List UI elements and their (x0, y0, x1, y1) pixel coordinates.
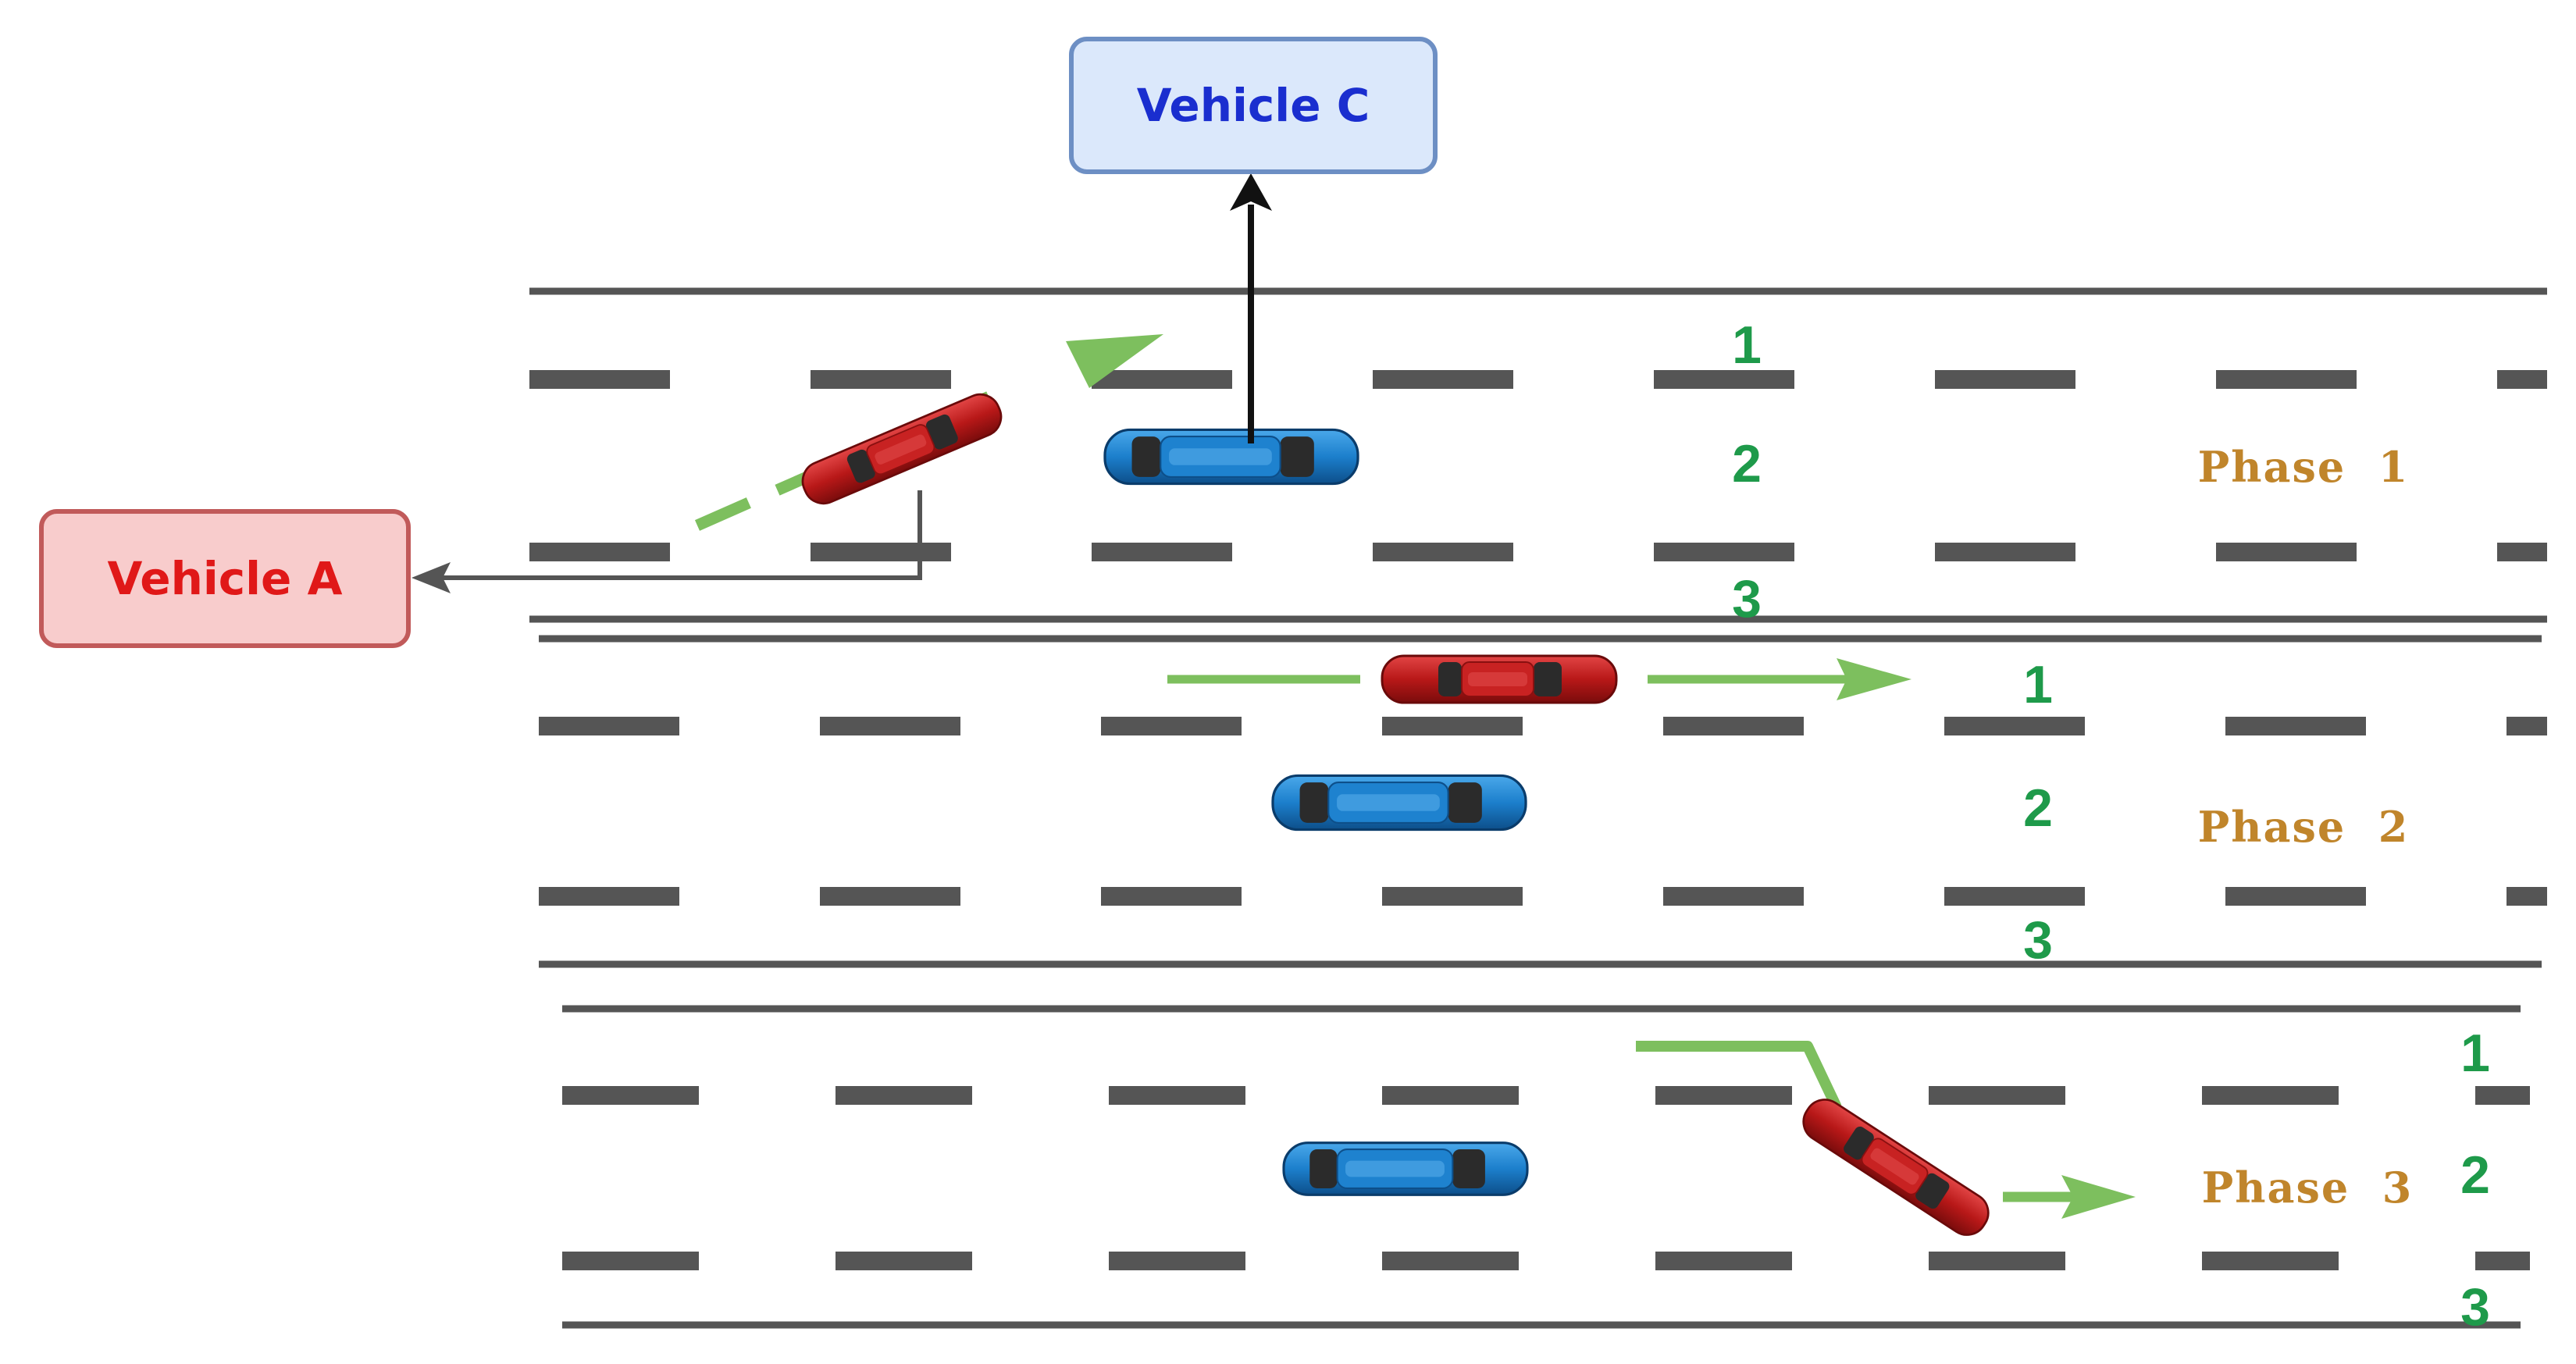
phase-3-road (562, 1005, 2530, 1329)
phase-1-road (529, 287, 2547, 623)
vehicle-c-arrowhead (1230, 173, 1272, 211)
red-car-phase-2 (1381, 654, 1618, 704)
vehicle-c-label: Vehicle C (1137, 79, 1370, 132)
path-arrowhead (2061, 1175, 2136, 1219)
red-car-vehicle-a (795, 387, 1009, 511)
lane-number: 3 (1732, 569, 1762, 629)
lane-number: 1 (2460, 1024, 2490, 1083)
phase-2-label: Phase 2 (2198, 802, 2410, 852)
path-arrowhead (1837, 658, 1912, 700)
vehicle-c-box-bg (1069, 37, 1438, 174)
vehicle-a-label: Vehicle A (108, 552, 343, 605)
vehicle-a-box: Vehicle A (39, 509, 411, 648)
lane-number: 2 (1732, 434, 1762, 493)
blue-car-phase-2 (1271, 774, 1527, 832)
blue-car-phase-3 (1282, 1141, 1529, 1196)
lane-number: 2 (2460, 1145, 2490, 1205)
vehicle-c-box: Vehicle C (1069, 37, 1438, 174)
phase-1-label: Phase 1 (2198, 442, 2410, 492)
return-lane-path (1636, 1041, 1842, 1110)
phase-2-road (539, 635, 2547, 968)
lane-number: 2 (2023, 778, 2053, 838)
red-car-phase-3 (1794, 1091, 1997, 1244)
lane-number: 3 (2460, 1277, 2490, 1337)
lane-number: 1 (2023, 655, 2053, 714)
vehicle-a-box-bg (39, 509, 411, 648)
lane-number: 1 (1732, 315, 1762, 375)
vehicle-a-arrowhead (412, 562, 451, 593)
vehicle-a-connector (429, 490, 922, 580)
phase-3-label: Phase 3 (2202, 1163, 2414, 1213)
lane-number: 3 (2023, 910, 2053, 970)
path-arrowhead (1066, 334, 1163, 388)
blue-car-vehicle-c (1103, 428, 1359, 486)
